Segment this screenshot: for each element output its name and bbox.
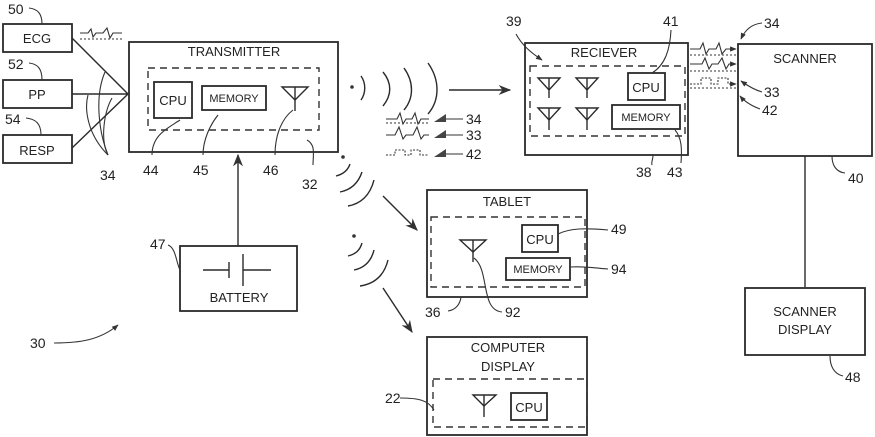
sensor-ecg: ECG 50 — [3, 1, 72, 52]
ecg-waveform-icon — [80, 28, 122, 39]
ref-34-signal: 34 — [466, 111, 482, 127]
receiver-antenna-array-icon — [538, 78, 598, 130]
tablet-cpu-label: CPU — [526, 232, 553, 247]
transmitter-memory-label: MEMORY — [209, 93, 259, 105]
receiver-cpu-label: CPU — [632, 80, 659, 95]
computer-display-antenna-icon — [473, 395, 496, 417]
transmitter-cpu-label: CPU — [159, 93, 186, 108]
transmitter-antenna-icon — [282, 87, 308, 111]
computer-display-module — [433, 379, 587, 427]
scanner-display-title-2: DISPLAY — [778, 322, 832, 337]
leader-50 — [29, 8, 42, 24]
tablet: TABLET CPU MEMORY 49 94 92 36 — [425, 190, 627, 320]
ref-39: 39 — [506, 13, 522, 29]
tablet-title: TABLET — [483, 194, 531, 209]
sensor-pp: PP 52 — [3, 56, 72, 108]
transmitter: TRANSMITTER CPU MEMORY 44 45 46 32 — [129, 42, 338, 192]
sensor-resp-label: RESP — [19, 143, 54, 158]
ref-38: 38 — [636, 164, 652, 180]
sensor-pp-label: PP — [28, 87, 45, 102]
ref-34-scanner: 34 — [764, 15, 780, 31]
tablet-antenna-icon — [460, 240, 486, 262]
receiver-title: RECIEVER — [571, 45, 637, 60]
ref-52: 52 — [8, 56, 24, 72]
arrow-to-computer — [383, 288, 412, 332]
ref-34-leads: 34 — [100, 167, 116, 183]
ref-42-scanner: 42 — [762, 102, 778, 118]
ref-32: 32 — [302, 176, 318, 192]
wireless-waves-to-computer — [348, 234, 412, 332]
scanner-display-title-1: SCANNER — [773, 304, 837, 319]
ref-49: 49 — [611, 221, 627, 237]
signal-pp: 33 — [386, 127, 482, 143]
ref-43: 43 — [667, 164, 683, 180]
receiver-to-scanner-signals — [690, 43, 736, 88]
ref-46: 46 — [263, 162, 279, 178]
receiver-module — [530, 66, 685, 136]
ref-42-signal: 42 — [466, 146, 482, 162]
ref-41: 41 — [663, 13, 679, 29]
sensor-ecg-label: ECG — [23, 31, 51, 46]
ref-22: 22 — [385, 390, 401, 406]
receiver-memory-label: MEMORY — [621, 112, 671, 124]
ref-50: 50 — [8, 1, 24, 17]
sensor-leads: 34 — [72, 38, 128, 183]
ref-48: 48 — [845, 369, 861, 385]
computer-display-title-1: COMPUTER — [471, 340, 545, 355]
wireless-waves-to-tablet — [336, 155, 417, 230]
computer-display-cpu-label: CPU — [515, 400, 542, 415]
signal-ecg: 34 — [386, 111, 482, 127]
wireless-waves-to-receiver — [350, 63, 510, 114]
scanner-title: SCANNER — [773, 51, 837, 66]
arrow-to-tablet — [383, 196, 417, 230]
scanner: SCANNER 34 33 42 40 — [738, 15, 872, 287]
system-ref: 30 — [30, 325, 118, 351]
ref-45: 45 — [193, 162, 209, 178]
ref-94: 94 — [611, 261, 627, 277]
signal-resp: 42 — [386, 146, 482, 162]
battery-symbol-icon — [203, 254, 271, 286]
computer-display-title-2: DISPLAY — [481, 359, 535, 374]
transmitter-title: TRANSMITTER — [188, 44, 280, 59]
transmitted-signals: 34 33 42 — [386, 111, 482, 162]
ref-47: 47 — [150, 236, 166, 252]
receiver: RECIEVER CPU MEMORY 39 41 38 43 — [506, 13, 688, 180]
leader-52 — [29, 63, 42, 80]
ref-40: 40 — [848, 170, 864, 186]
tablet-memory-label: MEMORY — [513, 264, 563, 276]
scanner-display: SCANNER DISPLAY 48 — [745, 288, 865, 385]
ref-92: 92 — [505, 304, 521, 320]
ref-33-scanner: 33 — [764, 84, 780, 100]
leader-54 — [26, 118, 41, 135]
ref-30: 30 — [30, 335, 46, 351]
ref-36: 36 — [425, 304, 441, 320]
battery-label: BATTERY — [210, 290, 269, 305]
battery: BATTERY 47 — [150, 155, 297, 311]
sensor-resp: RESP 54 — [3, 111, 72, 163]
computer-display: COMPUTER DISPLAY CPU 22 — [385, 337, 587, 435]
ref-54: 54 — [5, 111, 21, 127]
ref-33-signal: 33 — [466, 127, 482, 143]
tablet-module — [431, 217, 585, 287]
ref-44: 44 — [143, 162, 159, 178]
